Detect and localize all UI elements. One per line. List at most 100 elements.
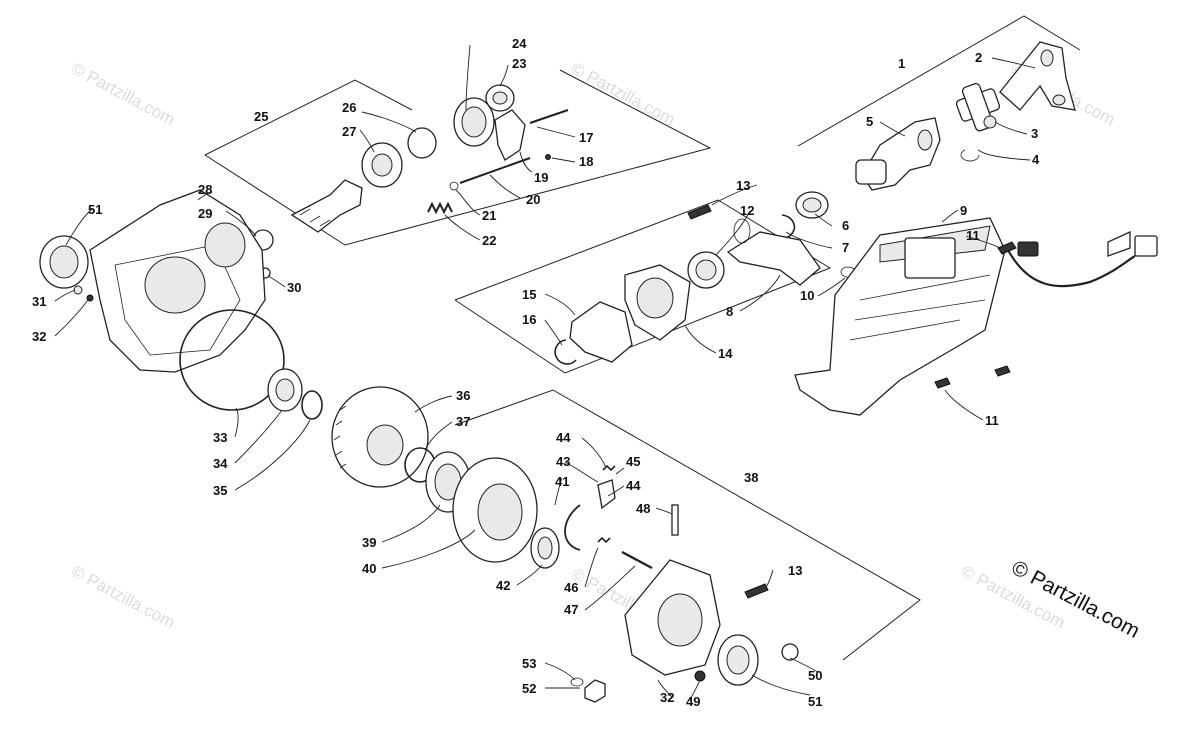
callout-label: 20	[526, 192, 540, 207]
callout-label: 11	[966, 228, 980, 243]
callout-label: 3	[1031, 126, 1038, 141]
pinion-gear-part	[290, 179, 363, 233]
actuator-part	[794, 217, 1158, 416]
callout-label: 35	[213, 483, 227, 498]
watermark-text: © Partzilla.com	[568, 59, 678, 130]
callout-label: 25	[254, 109, 268, 124]
ring-part	[449, 181, 459, 191]
drain-plug-part	[584, 679, 606, 703]
callout-labels: 1 2 3 4 5 6 7 8 9 10 11 11 12 13 13 14 1…	[32, 36, 1040, 709]
washer-part	[570, 677, 584, 687]
spring-part	[427, 201, 453, 215]
callout-label: 15	[522, 287, 536, 302]
callout-label: 33	[213, 430, 227, 445]
callout-label: 39	[362, 535, 376, 550]
group-25-bracket-top	[204, 79, 413, 156]
callout-label: 10	[800, 288, 814, 303]
callout-label: 44	[556, 430, 571, 445]
shift-fork-part	[494, 109, 526, 161]
callout-label: 9	[960, 203, 967, 218]
callout-label: 38	[744, 470, 758, 485]
group-brackets	[204, 15, 1081, 661]
callout-label: 42	[496, 578, 510, 593]
callout-label: 36	[456, 388, 470, 403]
bolt-part	[934, 365, 1011, 389]
circlip-part	[960, 149, 980, 162]
callout-label: 19	[534, 170, 548, 185]
callout-label: 22	[482, 233, 496, 248]
callout-label: 48	[636, 501, 650, 516]
callout-label: 28	[198, 182, 212, 197]
callout-label: 31	[32, 294, 46, 309]
bearing-part	[453, 97, 495, 147]
callout-label: 40	[362, 561, 376, 576]
bolt-part	[744, 583, 769, 599]
group-14-bracket	[454, 199, 832, 374]
watermark-text: © Partzilla.com	[68, 59, 178, 130]
watermark-text: © Partzilla.com	[68, 562, 178, 633]
bearing-part	[361, 142, 403, 188]
u-joint-part	[955, 83, 1001, 132]
callout-label: 1	[898, 56, 905, 71]
seal-part	[795, 191, 829, 219]
callout-label: 32	[660, 690, 674, 705]
shim-part	[301, 390, 323, 420]
callout-label: 5	[866, 114, 873, 129]
ring-gear-part	[331, 386, 429, 488]
callout-label: 53	[522, 656, 536, 671]
rod-part	[529, 109, 569, 124]
callout-label: 34	[213, 456, 228, 471]
callout-label: 13	[736, 178, 750, 193]
gasket-part	[569, 301, 633, 363]
callout-label: 43	[556, 454, 570, 469]
callout-label: 41	[555, 474, 569, 489]
callout-label: 17	[579, 130, 593, 145]
callout-label: 26	[342, 100, 356, 115]
callout-label: 52	[522, 681, 536, 696]
callout-label: 30	[287, 280, 301, 295]
bracket-tab	[733, 218, 751, 244]
coil-plate-part	[452, 457, 538, 563]
callout-label: 50	[808, 668, 822, 683]
bearing-part	[267, 368, 303, 412]
bearing-part	[687, 251, 725, 289]
group-38-bracket	[454, 389, 921, 661]
bearing-part	[485, 84, 515, 112]
nut-part	[86, 294, 94, 302]
housing-part	[624, 264, 691, 341]
callout-label: 11	[985, 413, 999, 428]
callout-label: 27	[342, 124, 356, 139]
nut-part	[694, 670, 706, 682]
bracket-part	[726, 231, 821, 286]
bolt-part	[997, 241, 1017, 255]
collar-part	[407, 127, 437, 159]
cover-part	[624, 559, 721, 676]
callout-label: 2	[975, 50, 982, 65]
seal-part	[717, 634, 759, 686]
callout-label: 4	[1032, 152, 1040, 167]
group-1-bracket	[797, 15, 1081, 147]
washer-part	[73, 285, 83, 295]
callout-label: 24	[512, 36, 527, 51]
callout-label: 21	[482, 208, 496, 223]
callout-label: 18	[579, 154, 593, 169]
callout-label: 45	[626, 454, 640, 469]
callout-label: 32	[32, 329, 46, 344]
leader-lines	[54, 44, 1036, 701]
flange-yoke-part	[855, 117, 941, 191]
plug-part	[781, 643, 799, 661]
snap-ring-part	[554, 339, 577, 365]
bolt-part	[687, 204, 712, 220]
spring-part	[602, 464, 616, 472]
callout-label: 51	[808, 694, 822, 709]
callout-label: 8	[726, 304, 733, 319]
pin-part	[545, 154, 551, 160]
shaft-part	[459, 157, 531, 184]
spring-part	[597, 536, 611, 544]
main-housing-part	[89, 189, 266, 373]
callout-label: 12	[740, 203, 754, 218]
callout-label: 6	[842, 218, 849, 233]
callout-label: 46	[564, 580, 578, 595]
o-ring-large-part	[179, 309, 285, 411]
